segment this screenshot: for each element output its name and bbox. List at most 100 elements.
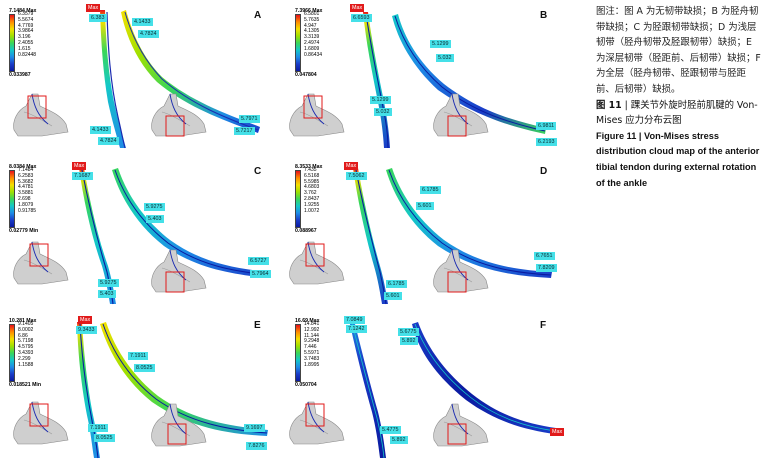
legend-tick: 0.91785: [18, 207, 37, 214]
legend-min: 0.018521 Min: [9, 382, 42, 388]
value-label: 5.403: [98, 290, 116, 298]
ankle-model-thumbnail: [151, 403, 207, 447]
legend-tick: 2.8437: [304, 195, 320, 202]
legend-ticks: 14.841 12.992 11.144 9.2948 7.446 5.5971…: [304, 321, 320, 368]
legend-tick: 3.762: [304, 190, 317, 197]
max-marker: Max: [86, 4, 101, 12]
ankle-model-thumbnail: [289, 93, 345, 137]
caption-note: 图注：图 A 为无韧带缺损；B 为胫舟韧带缺损；C 为胫跟韧带缺损；D 为浅层韧…: [596, 6, 761, 95]
legend-tick: 7.1484: [18, 167, 34, 173]
tendon-centerline: [388, 169, 552, 276]
legend-tick: 7.446: [304, 344, 317, 351]
value-label: 7.1911: [88, 424, 109, 432]
color-legend: 10.281 Max 9.1405 8.0002 6.86 5.7198 4.5…: [9, 318, 69, 388]
tendon-centerline: [79, 323, 99, 459]
max-marker: Max: [344, 162, 359, 170]
ankle-model-thumbnail: [433, 403, 489, 447]
tendon-shape: [100, 322, 268, 436]
legend-ticks: 7.1484 6.2583 5.3682 4.4781 3.5881 2.698…: [18, 167, 37, 214]
tendon-shape: [386, 168, 552, 278]
color-legend: 16.69 Max 14.841 12.992 11.144 9.2948 7.…: [295, 318, 355, 388]
caption-en-title: Figure 11 | Von-Mises stress distributio…: [596, 129, 762, 191]
panel-a-graphics: [13, 10, 260, 149]
legend-max: 7.3966 Max: [295, 8, 323, 14]
legend-tick: 5.3682: [18, 178, 34, 185]
value-label: 6.5727: [248, 257, 269, 265]
value-label: 4.1433: [132, 18, 153, 26]
legend-tick: 3.5881: [18, 190, 34, 197]
value-label: 6.1785: [420, 186, 441, 194]
legend-color-bar: [9, 170, 15, 228]
legend-tick: 4.1305: [304, 28, 320, 35]
tendon-centerline: [124, 11, 259, 131]
legend-tick: 14.841: [304, 321, 320, 327]
legend-min: 0.047804: [295, 72, 317, 78]
legend-tick: 0.82448: [18, 51, 37, 58]
max-marker: Max: [78, 316, 93, 324]
legend-tick: 2.299: [18, 355, 31, 362]
caption-en-label: Figure 11: [596, 130, 637, 141]
value-label: 5.7964: [250, 270, 271, 278]
value-label: 5.032: [436, 54, 454, 62]
ankle-model-thumbnail: [433, 249, 489, 293]
ankle-model-thumbnail: [151, 249, 207, 293]
panel-letter: D: [540, 166, 548, 177]
tendon-centerline: [114, 169, 268, 276]
panel-c: 8.0384 Max 7.1484 6.2583 5.3682 4.4781 3…: [2, 158, 288, 308]
tendon-centerline: [394, 15, 546, 132]
value-label: 6.383: [89, 14, 107, 22]
legend-ticks: 6.5801 5.7635 4.947 4.1305 3.3139 2.4974…: [304, 11, 323, 58]
value-label: 5.7217: [234, 127, 255, 135]
tendon-shape: [121, 10, 260, 133]
legend-tick: 1.8079: [18, 201, 34, 208]
legend-tick: 9.2948: [304, 338, 320, 345]
value-label: 5.403: [146, 215, 164, 223]
legend-tick: 5.5971: [304, 349, 320, 356]
legend-min: 0.02779 Min: [9, 228, 39, 234]
figure-area: 7.1484 Max 6.3579 5.5674 4.7769 3.9864 3…: [2, 4, 574, 459]
value-label: 5.892: [390, 436, 408, 444]
tendon-shape: [349, 320, 386, 458]
ankle-model-thumbnail: [13, 241, 69, 285]
caption-en-text: Von-Mises stress distribution cloud map …: [596, 130, 760, 188]
legend-tick: 8.0002: [18, 326, 34, 333]
legend-tick: 5.7198: [18, 338, 34, 345]
value-label: 9.1697: [244, 424, 265, 432]
legend-tick: 1.1588: [18, 361, 34, 368]
legend-tick: 12.992: [304, 326, 320, 333]
tendon-shape: [363, 12, 390, 148]
legend-max: 16.69 Max: [295, 318, 320, 324]
legend-tick: 6.5168: [304, 172, 320, 179]
max-marker: Max: [350, 4, 365, 12]
value-label: 6.7651: [534, 252, 555, 260]
color-legend: 8.3533 Max 7.435 6.5168 5.5985 4.6803 3.…: [295, 164, 355, 234]
panel-letter: A: [254, 10, 262, 21]
legend-tick: 11.144: [304, 332, 319, 339]
ankle-model-thumbnail: [13, 401, 69, 445]
caption-en-separator: |: [638, 130, 642, 141]
legend-min: 0.033987: [9, 72, 31, 78]
value-label: 8.0525: [94, 434, 115, 442]
value-label: 5.1299: [430, 40, 451, 48]
legend-tick: 3.9864: [18, 28, 34, 35]
panel-d: 8.3533 Max 7.435 6.5168 5.5985 4.6803 3.…: [288, 158, 574, 308]
legend-max: 8.3533 Max: [295, 164, 323, 170]
legend-tick: 2.4974: [304, 39, 320, 46]
tendon-shape: [112, 168, 268, 278]
value-label: 5.601: [416, 202, 434, 210]
legend-tick: 1.9255: [304, 201, 320, 208]
legend-color-bar: [295, 14, 301, 72]
value-label: 5.6775: [398, 328, 419, 336]
value-label: 6.1785: [386, 280, 407, 288]
legend-tick: 2.4055: [18, 39, 34, 46]
value-label: 7.0849: [344, 316, 365, 324]
value-label: 5.9275: [98, 279, 119, 287]
legend-color-bar: [295, 324, 301, 382]
legend-tick: 6.5801: [304, 11, 320, 17]
tendon-shape: [100, 10, 126, 148]
panel-f-graphics: [289, 320, 556, 459]
tendon-centerline: [351, 321, 385, 459]
panel-letter: E: [254, 320, 261, 331]
value-label: 7.1242: [346, 325, 367, 333]
legend-tick: 0.86434: [304, 51, 323, 58]
